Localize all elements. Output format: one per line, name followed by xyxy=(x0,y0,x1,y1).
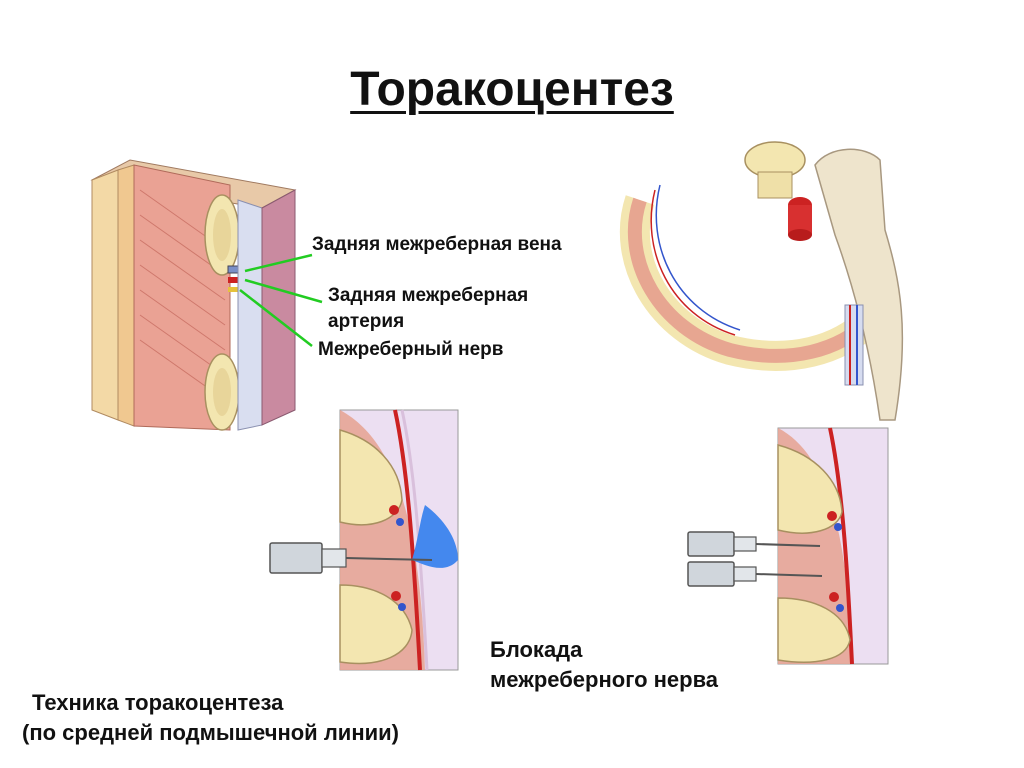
thoracic-ring-illustration xyxy=(619,141,904,421)
thoracocentesis-illustration xyxy=(269,409,459,671)
label-posterior-intercostal-artery-line1: Задняя межреберная xyxy=(328,285,529,306)
leader-lines xyxy=(239,253,323,347)
artery-leader-line xyxy=(244,278,323,304)
nerve-leader-line xyxy=(239,289,313,347)
vein-leader-line xyxy=(244,253,313,273)
label-posterior-intercostal-artery-line2: артерия xyxy=(328,311,405,332)
caption-nerve-block-line2: межреберного нерва xyxy=(490,667,719,692)
slide-title: Торакоцентез xyxy=(0,62,1024,117)
title-text: Торакоцентез xyxy=(350,63,674,116)
caption-technique-line2: (по средней подмышечной линии) xyxy=(22,720,399,745)
caption-technique-line1: Техника торакоцентеза xyxy=(32,690,284,715)
label-intercostal-nerve: Межреберный нерв xyxy=(318,339,504,360)
nerve-block-illustration xyxy=(687,427,889,665)
intercostal-block-illustration xyxy=(90,159,297,431)
label-posterior-intercostal-vein: Задняя межреберная вена xyxy=(312,234,562,255)
caption-nerve-block-line1: Блокада xyxy=(490,637,583,662)
